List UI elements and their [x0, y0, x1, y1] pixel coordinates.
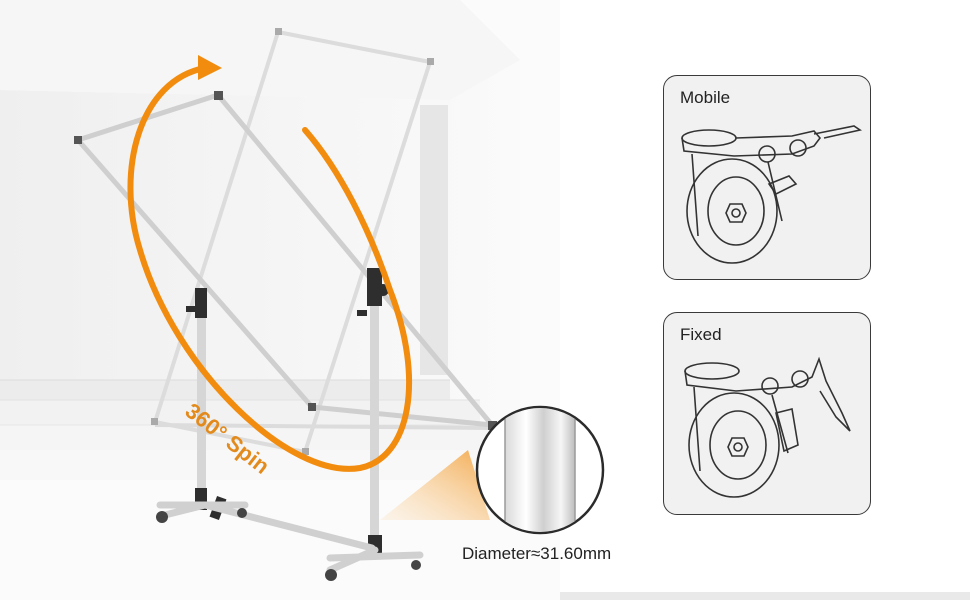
mobile-caster-illustration — [681, 125, 863, 264]
mobile-caster-card: Mobile — [663, 75, 871, 280]
mobile-title: Mobile — [680, 88, 731, 107]
fixed-caster-illustration — [684, 356, 851, 498]
zoom-cone — [380, 450, 490, 520]
floor-shadow — [560, 592, 970, 600]
ghost-frame — [153, 30, 491, 454]
spin-arrow-head — [198, 55, 222, 80]
rolling-base — [156, 501, 424, 574]
fixed-caster-card: Fixed — [663, 312, 871, 515]
frame-clamps — [74, 28, 497, 455]
casters — [156, 508, 421, 581]
diameter-caption: Diameter≈31.60mm — [462, 544, 612, 563]
tube-magnifier — [475, 405, 605, 535]
fixed-title: Fixed — [680, 325, 722, 344]
spin-arrow — [127, 65, 413, 472]
